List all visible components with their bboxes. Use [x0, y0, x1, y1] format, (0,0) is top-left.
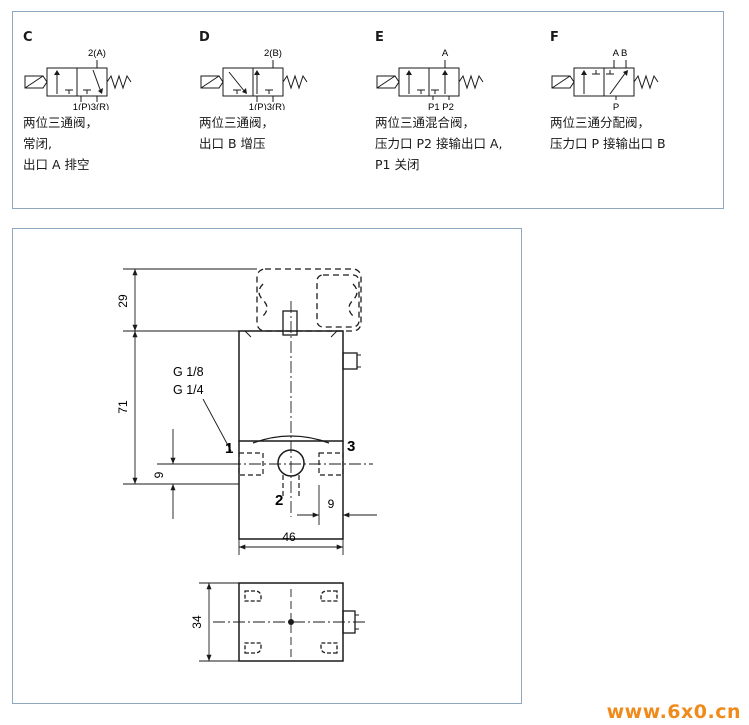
valve-symbol-e: A P1 P2 [376, 48, 484, 110]
dim-34-label: 34 [190, 615, 204, 629]
valve-symbol-c: 2(A) 1(P)3(R) [24, 48, 132, 110]
symbol-letter: F [550, 30, 559, 45]
symbol-panel: C 2(A) 1(P)3(R) 两位三通阀， 常闭, 出口 A 排空 D [12, 11, 724, 209]
side-knob [342, 352, 358, 370]
port-top-label: A [442, 48, 449, 59]
port-1-label: 1 [225, 440, 233, 457]
valve-symbol-d: 2(B) 1(P)3(R) [200, 48, 308, 110]
symbol-description: 两位三通分配阀， 压力口 P 接输出口 B [550, 115, 666, 151]
dim-9-horizontal-label: 9 [328, 497, 335, 511]
dim-46-label: 46 [282, 530, 296, 544]
connector-outline [256, 268, 362, 332]
port-bottom-label: 1(P)3(R) [73, 102, 109, 110]
dim-29-label: 29 [116, 294, 130, 308]
symbol-description: 两位三通阀， 常闭, 出口 A 排空 [23, 115, 99, 172]
thread-label-1: G 1/8 [173, 365, 204, 379]
port-3-label: 3 [347, 438, 355, 455]
symbol-letter: E [375, 30, 384, 45]
dim-71-label: 71 [116, 400, 130, 414]
port-top-label: A B [613, 48, 628, 59]
dimension-drawing: 29 71 9 G 1/8 G 1/4 1 3 2 9 [116, 268, 377, 662]
port-bottom-label: 1(P)3(R) [249, 102, 285, 110]
plug-pin [282, 310, 298, 336]
port-top-label: 2(B) [264, 48, 282, 59]
symbol-letter: C [23, 30, 33, 45]
symbol-description: 两位三通阀， 出口 B 增压 [199, 115, 275, 151]
drawing-panel: 29 71 9 G 1/8 G 1/4 1 3 2 9 [12, 228, 522, 704]
port-top-label: 2(A) [88, 48, 106, 59]
port-2-label: 2 [275, 492, 283, 509]
watermark: www.6x0.cn [606, 701, 741, 723]
thread-label-2: G 1/4 [173, 383, 204, 397]
top-view-knob [342, 610, 356, 634]
dim-9-vertical-label: 9 [152, 471, 166, 478]
port-bottom-label: P [613, 102, 619, 110]
symbol-description: 两位三通混合阀， 压力口 P2 接输出口 A, P1 关闭 [375, 115, 503, 172]
valve-symbol-f: A B P [551, 48, 659, 110]
port-bottom-label: P1 P2 [428, 102, 454, 110]
symbol-letter: D [199, 30, 210, 45]
